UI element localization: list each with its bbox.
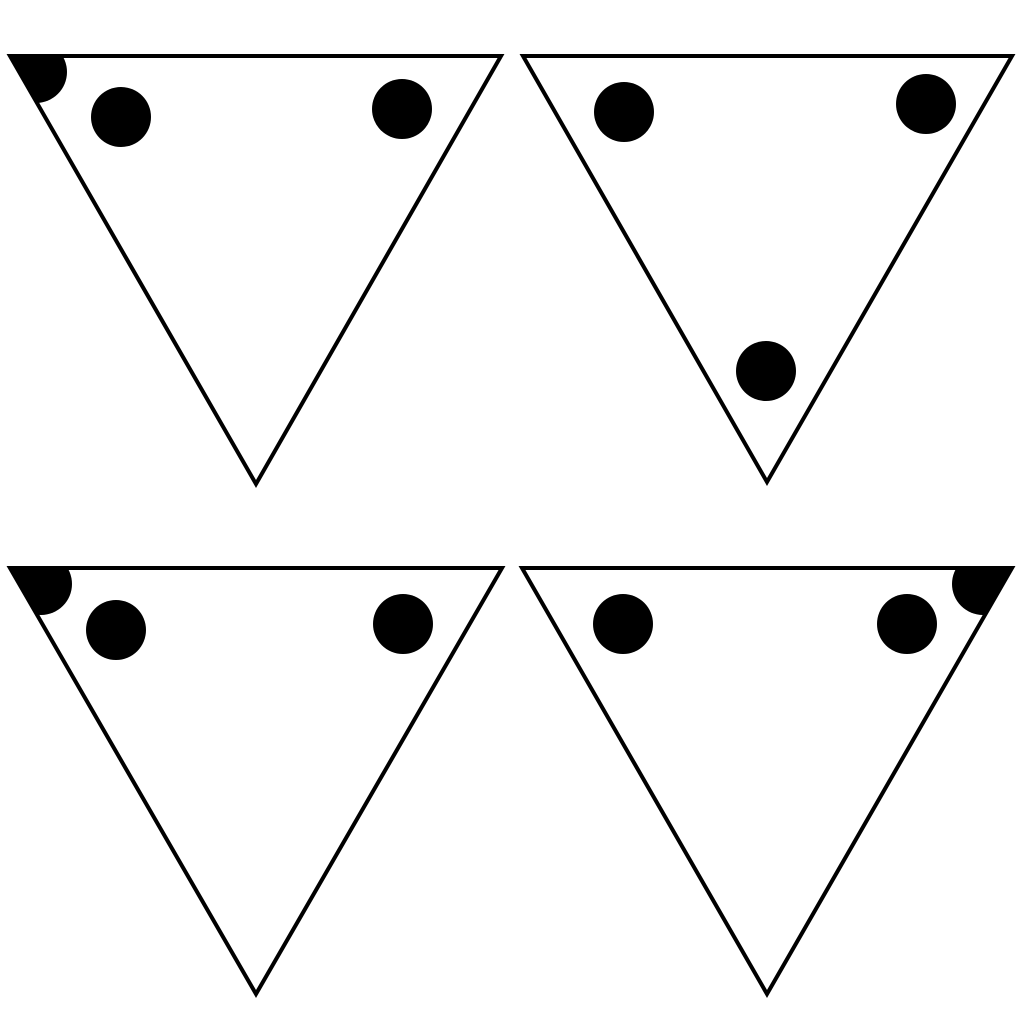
triangle-panel-top-left xyxy=(6,54,505,489)
triangle-outline xyxy=(518,566,1016,999)
corner-wedge xyxy=(10,56,67,103)
corner-wedge xyxy=(10,568,72,615)
triangle-panel-bottom-left xyxy=(6,566,506,998)
triangle-outline xyxy=(519,54,1016,487)
dot xyxy=(877,594,937,654)
dot xyxy=(372,79,432,139)
dot xyxy=(373,594,433,654)
dot xyxy=(593,594,653,654)
dot xyxy=(896,74,956,134)
dot xyxy=(86,600,146,660)
dot xyxy=(594,82,654,142)
triangle-outline xyxy=(6,54,505,489)
dot xyxy=(91,87,151,147)
triangle-outline xyxy=(6,566,506,998)
dot xyxy=(736,341,796,401)
triangle-panel-top-right xyxy=(519,54,1016,487)
triangle-panel-bottom-right xyxy=(518,566,1016,999)
